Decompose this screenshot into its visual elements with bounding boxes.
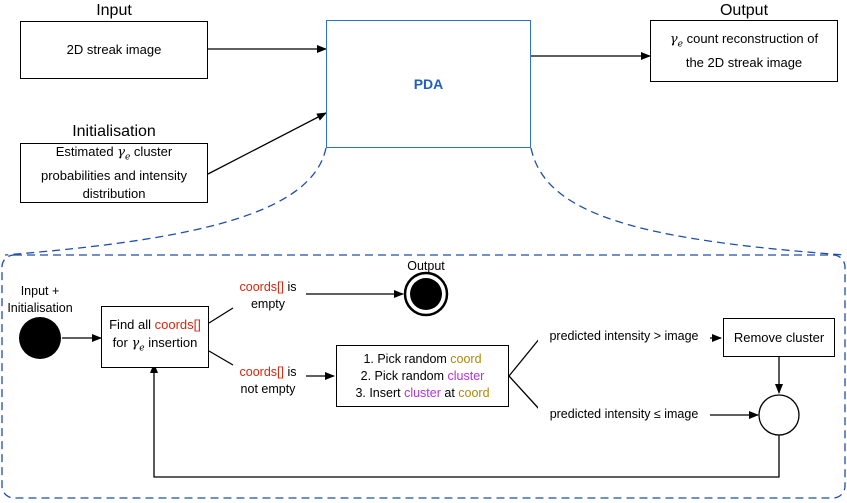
find-line-2: for γe insertion — [113, 334, 198, 358]
step-2: 2. Pick random cluster — [361, 368, 485, 385]
init-line-2: probabilities and intensity — [41, 167, 187, 183]
step-3-at-text: at — [440, 385, 459, 400]
output-line-2: the 2D streak image — [685, 54, 803, 70]
random-insert-steps-box: 1. Pick random coord 2. Pick random clus… — [336, 345, 509, 407]
init-line-1: Estimated γe cluster — [56, 143, 172, 167]
empty-branch-line — [208, 307, 234, 324]
pda-box: PDA — [326, 20, 531, 148]
steps-to-gt-line — [508, 337, 541, 377]
not-empty-is-text: is — [283, 365, 297, 379]
gamma-subscript: e — [124, 152, 131, 163]
gamma-symbol: γ — [117, 145, 125, 161]
gamma-symbol: γ — [669, 32, 678, 48]
output-box: γe count reconstruction of the 2D streak… — [650, 20, 838, 82]
pda-detail-frame — [1, 254, 846, 499]
initialisation-box: Estimated γe cluster probabilities and i… — [20, 143, 208, 203]
empty-condition-label: coords[] is empty — [228, 279, 308, 313]
start-node — [19, 317, 61, 359]
coords-term: coords[] — [239, 365, 284, 379]
cluster-term: cluster — [404, 385, 441, 400]
init-post-text: cluster — [130, 144, 173, 160]
coord-term: coord — [458, 385, 490, 400]
start-label-line-2: Initialisation — [7, 301, 73, 315]
init-pre-text: Estimated — [55, 144, 114, 160]
step-1-text: 1. Pick random — [363, 351, 451, 366]
loop-back-arrow — [150, 363, 780, 478]
zoom-curve-right — [530, 147, 846, 256]
input-box: 2D streak image — [20, 21, 208, 79]
gamma-subscript: e — [139, 343, 145, 354]
condition-greater-label: predicted intensity > image — [538, 328, 710, 345]
coords-term: coords[] — [239, 280, 284, 294]
output-line-1: γe count reconstruction of — [670, 30, 818, 54]
initialisation-heading: Initialisation — [72, 123, 156, 140]
not-empty-text: not empty — [240, 382, 296, 396]
remove-cluster-box: Remove cluster — [723, 318, 835, 357]
output-line-1-rest: count reconstruction of — [682, 31, 819, 47]
find-coords-box: Find all coords[] for γe insertion — [101, 306, 209, 368]
empty-text: empty — [250, 297, 286, 311]
output-end-label: Output — [407, 259, 445, 273]
input-heading: Input — [96, 2, 132, 19]
coord-term: coord — [450, 351, 482, 366]
step-1: 1. Pick random coord — [363, 351, 481, 368]
find-pre-text: Find all — [109, 317, 155, 333]
start-label-line-1: Input + — [20, 284, 60, 298]
coords-term: coords[] — [154, 317, 201, 333]
zoom-curve-left — [4, 147, 327, 256]
output-end-node-core — [410, 278, 442, 310]
step-3: 3. Insert cluster at coord — [355, 385, 489, 402]
init-to-pda-arrow — [207, 112, 327, 175]
step-2-text: 2. Pick random — [360, 368, 448, 383]
cluster-term: cluster — [447, 368, 485, 383]
find-post-text: insertion — [144, 335, 198, 351]
steps-to-le-line — [508, 375, 541, 411]
empty-is-text: is — [283, 280, 297, 294]
find-line-1: Find all coords[] — [109, 316, 201, 334]
start-label: Input + Initialisation — [2, 283, 78, 317]
remove-cluster-text: Remove cluster — [733, 329, 825, 345]
gamma-symbol: γ — [131, 336, 140, 352]
not-empty-condition-label: coords[] is not empty — [228, 364, 308, 398]
find-for-text: for — [112, 335, 132, 351]
output-heading: Output — [719, 2, 769, 19]
init-line-3: distribution — [82, 185, 146, 201]
condition-less-equal-label: predicted intensity ≤ image — [538, 406, 710, 423]
merge-node — [758, 394, 800, 436]
pda-label: PDA — [413, 76, 444, 92]
step-3-text: 3. Insert — [355, 385, 405, 400]
not-empty-branch-line — [208, 350, 234, 366]
gamma-subscript: e — [677, 39, 683, 50]
input-box-text: 2D streak image — [66, 42, 162, 57]
